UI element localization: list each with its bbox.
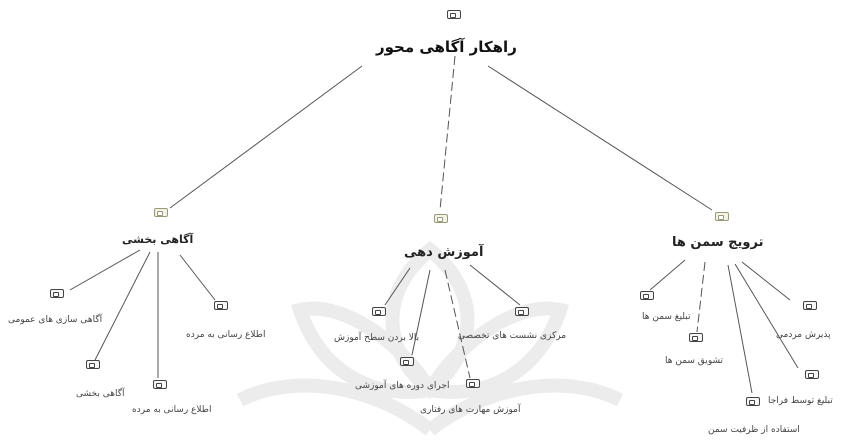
root-topic-label[interactable]: راهکار آگاهی محور [376, 38, 517, 56]
branch-2-icon[interactable] [434, 214, 448, 223]
b1-leaf-1-label[interactable]: آگاهی سازی های عمومی [8, 315, 103, 325]
branch-2-label[interactable]: آموزش دهی [404, 245, 484, 260]
b2-leaf-4-icon[interactable] [466, 379, 480, 388]
link-b2-leaf-2 [469, 264, 521, 306]
link-b1-leaf-1 [69, 249, 141, 291]
link-b3-leaf-1 [649, 259, 686, 291]
b2-leaf-1-icon[interactable] [372, 307, 386, 316]
link-b2-leaf-4 [444, 269, 471, 379]
b3-leaf-4-icon[interactable] [805, 370, 819, 379]
link-b2-leaf-1 [384, 267, 411, 306]
root-topic-icon[interactable] [447, 10, 461, 19]
link-b2-leaf-3 [411, 269, 431, 356]
b1-leaf-1-icon[interactable] [50, 289, 64, 298]
b3-leaf-4-label[interactable]: تبلیغ توسط فراجا [768, 396, 833, 406]
link-root-branch-1 [169, 65, 363, 209]
link-b1-leaf-2 [94, 251, 151, 361]
branch-1-label[interactable]: آگاهی بخشی [122, 233, 194, 246]
b1-leaf-4-label[interactable]: اطلاع رسانی به مرده [186, 330, 266, 340]
branch-1-icon[interactable] [154, 208, 168, 217]
link-root-branch-2 [439, 55, 456, 211]
b2-leaf-3-label[interactable]: اجرای دوره های آموزشی [355, 381, 450, 391]
b2-leaf-2-icon[interactable] [515, 307, 529, 316]
b3-leaf-5-icon[interactable] [746, 397, 760, 406]
branch-3-label[interactable]: ترویج سمن ها [672, 235, 764, 250]
b1-leaf-2-label[interactable]: آگاهی بخشی [76, 389, 125, 399]
b3-leaf-1-label[interactable]: تبلیغ سمن ها [642, 312, 691, 322]
b3-leaf-3-icon[interactable] [803, 301, 817, 310]
b3-leaf-5-label[interactable]: استفاده از ظرفیت سمن [708, 425, 800, 435]
b1-leaf-3-icon[interactable] [153, 380, 167, 389]
b2-leaf-4-label[interactable]: آموزش مهارت های رفتاری [420, 405, 521, 415]
link-b3-leaf-2 [696, 261, 706, 333]
b3-leaf-3-label[interactable]: پذیرش مردمی [776, 330, 831, 340]
b3-leaf-1-icon[interactable] [640, 291, 654, 300]
b3-leaf-2-label[interactable]: تشویق سمن ها [665, 356, 723, 366]
branch-3-icon[interactable] [715, 212, 729, 221]
b1-leaf-2-icon[interactable] [86, 360, 100, 369]
b1-leaf-3-label[interactable]: اطلاع رسانی به مرده [132, 405, 212, 415]
b1-leaf-4-icon[interactable] [214, 301, 228, 310]
b3-leaf-2-icon[interactable] [689, 333, 703, 342]
b2-leaf-1-label[interactable]: بالا بردن سطح آموزش [334, 333, 420, 343]
b2-leaf-2-label[interactable]: مرکزی نشست های تخصصی [458, 331, 567, 341]
link-b3-leaf-4 [734, 263, 799, 369]
link-root-branch-3 [487, 65, 713, 211]
link-b1-leaf-4 [179, 254, 216, 301]
link-b3-leaf-5 [727, 264, 753, 394]
link-b3-leaf-3 [741, 261, 791, 301]
b2-leaf-3-icon[interactable] [400, 357, 414, 366]
